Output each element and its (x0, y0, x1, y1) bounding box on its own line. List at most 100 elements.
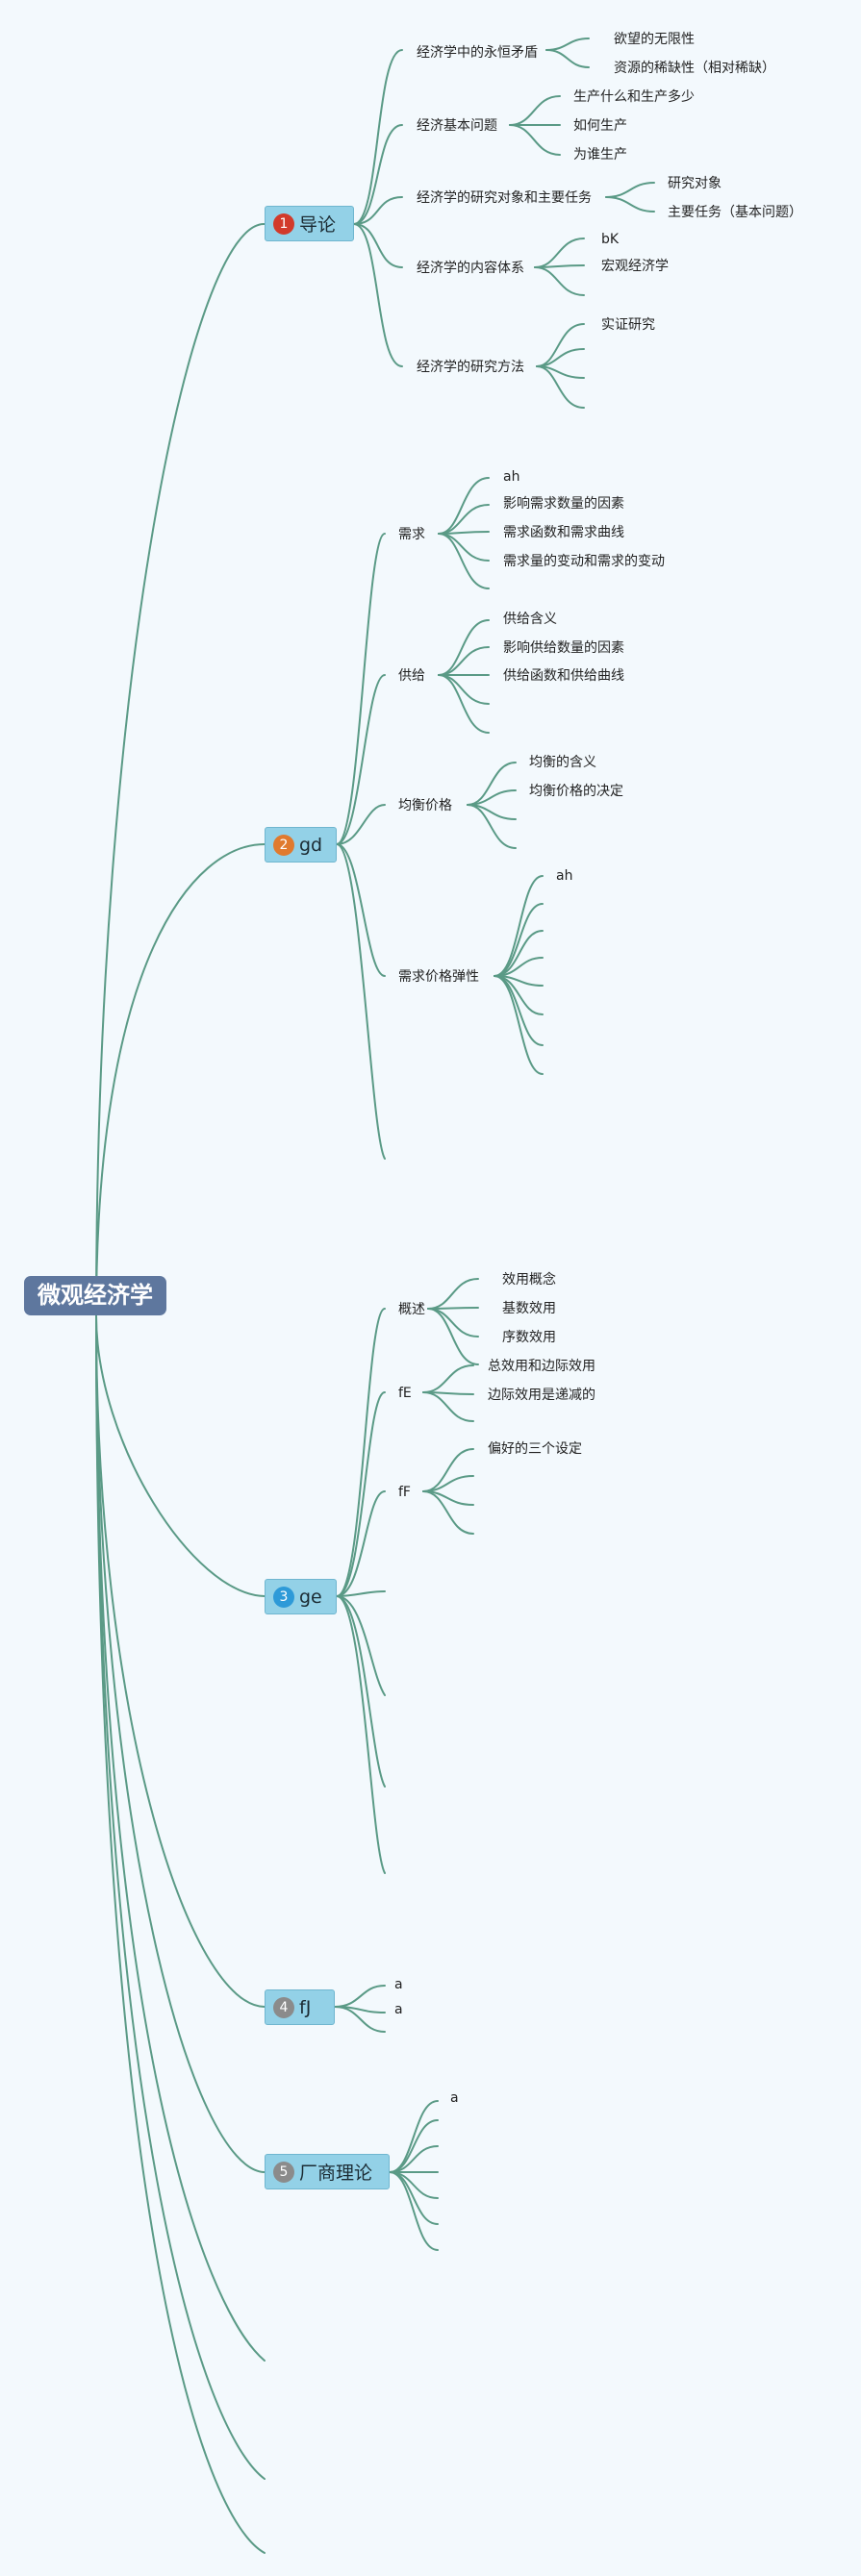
subtopic-node[interactable]: 经济学的研究方法 (417, 360, 524, 375)
connector (95, 1314, 266, 2480)
leaf-node[interactable]: a (394, 2002, 403, 2017)
connector (467, 762, 517, 806)
connector (336, 843, 386, 977)
subtopic-node[interactable]: 均衡价格 (398, 798, 452, 813)
leaf-node[interactable]: 边际效用是递减的 (488, 1388, 595, 1403)
leaf-node[interactable]: 研究对象 (668, 176, 722, 191)
leaf-node[interactable]: 资源的稀缺性（相对稀缺） (614, 61, 775, 76)
leaf-node[interactable]: 如何生产 (573, 118, 627, 134)
leaf-node[interactable]: 均衡的含义 (529, 755, 596, 770)
subtopic-node[interactable]: 经济基本问题 (417, 118, 497, 134)
subtopic-node[interactable]: fE (398, 1386, 412, 1401)
leaf-node[interactable]: ah (503, 469, 520, 485)
connector (95, 222, 266, 1316)
subtopic-node[interactable]: 概述 (398, 1302, 425, 1317)
subtopic-node[interactable]: 经济学的研究对象和主要任务 (417, 190, 592, 206)
topic-label: gd (299, 834, 323, 856)
connector (536, 323, 585, 367)
number-badge-icon: 4 (273, 1996, 294, 2018)
topic-1-node[interactable]: 1 导论 (265, 206, 354, 241)
connector (336, 843, 386, 1160)
topic-2-node[interactable]: 2 gd (265, 827, 337, 863)
leaf-node[interactable]: 生产什么和生产多少 (573, 89, 695, 105)
leaf-node[interactable]: 欲望的无限性 (614, 32, 695, 47)
leaf-node[interactable]: 序数效用 (502, 1330, 556, 1345)
connector (95, 1314, 266, 2554)
leaf-node[interactable]: 主要任务（基本问题） (668, 205, 802, 220)
topic-1-connectors (353, 38, 655, 409)
connector (389, 2145, 439, 2173)
leaf-node[interactable]: 偏好的三个设定 (488, 1441, 582, 1457)
leaf-node[interactable]: 实证研究 (601, 317, 655, 333)
subtopic-node[interactable]: 需求 (398, 527, 425, 542)
connector (95, 1314, 266, 2362)
connector (95, 1314, 266, 1597)
subtopic-node[interactable]: 经济学中的永恒矛盾 (417, 45, 538, 61)
leaf-node[interactable]: 基数效用 (502, 1301, 556, 1316)
topic-4-node[interactable]: 4 fJ (265, 1989, 335, 2025)
connector (427, 1308, 479, 1365)
leaf-node[interactable]: 影响需求数量的因素 (503, 496, 624, 512)
connector (336, 674, 386, 845)
connector (95, 843, 266, 1316)
number-badge-icon: 1 (273, 213, 294, 235)
subtopic-node[interactable]: fF (398, 1485, 411, 1500)
connector (534, 266, 585, 296)
leaf-node[interactable]: ah (556, 868, 573, 884)
connector (422, 1448, 474, 1492)
connector (336, 1308, 386, 1597)
connector (494, 875, 544, 977)
connector (536, 365, 585, 409)
leaf-node[interactable]: 供给含义 (503, 612, 557, 627)
connector (438, 674, 490, 705)
connector (534, 238, 585, 268)
connector (509, 95, 561, 126)
connector (336, 1595, 386, 1696)
leaf-node[interactable]: 总效用和边际效用 (488, 1359, 595, 1374)
connector (438, 504, 490, 535)
connector (334, 1985, 386, 2008)
connector (605, 182, 655, 198)
connector (422, 1490, 474, 1535)
topic-2-connectors (336, 477, 544, 1160)
connector (494, 930, 544, 977)
connector (336, 1391, 386, 1597)
topic-3-connectors (336, 1278, 479, 1874)
connector (353, 223, 403, 268)
connector (438, 646, 490, 676)
connector (389, 2171, 439, 2251)
topic-5-connectors (389, 2100, 439, 2251)
connector (353, 49, 403, 225)
topic-5-node[interactable]: 5 厂商理论 (265, 2154, 390, 2189)
leaf-node[interactable]: 供给函数和供给曲线 (503, 668, 624, 684)
topic-3-node[interactable]: 3 ge (265, 1579, 337, 1614)
subtopic-node[interactable]: 供给 (398, 668, 425, 684)
leaf-node[interactable]: 需求量的变动和需求的变动 (503, 554, 665, 569)
connector (545, 38, 590, 51)
leaf-node[interactable]: 效用概念 (502, 1272, 556, 1288)
leaf-node[interactable]: 均衡价格的决定 (529, 784, 623, 799)
connector (494, 903, 544, 977)
subtopic-node[interactable]: 需求价格弹性 (398, 969, 479, 985)
leaf-node[interactable]: 宏观经济学 (601, 259, 669, 274)
leaf-node[interactable]: 为谁生产 (573, 147, 627, 163)
topic-label: 厂商理论 (299, 2163, 373, 2184)
connector (336, 804, 386, 845)
leaf-node[interactable]: a (450, 2090, 459, 2106)
root-node[interactable]: 微观经济学 (24, 1276, 166, 1315)
connector (336, 1595, 386, 1788)
connector (427, 1307, 479, 1310)
leaf-node[interactable]: 影响供给数量的因素 (503, 640, 624, 656)
connector (336, 1490, 386, 1597)
connector (353, 223, 403, 367)
connector (545, 49, 590, 68)
leaf-node[interactable]: 需求函数和需求曲线 (503, 525, 624, 540)
connector (95, 1314, 266, 2008)
leaf-node[interactable]: a (394, 1977, 403, 1992)
connector (336, 533, 386, 845)
leaf-node[interactable]: bK (601, 232, 620, 247)
connector (427, 1308, 479, 1338)
subtopic-node[interactable]: 经济学的内容体系 (417, 261, 524, 276)
